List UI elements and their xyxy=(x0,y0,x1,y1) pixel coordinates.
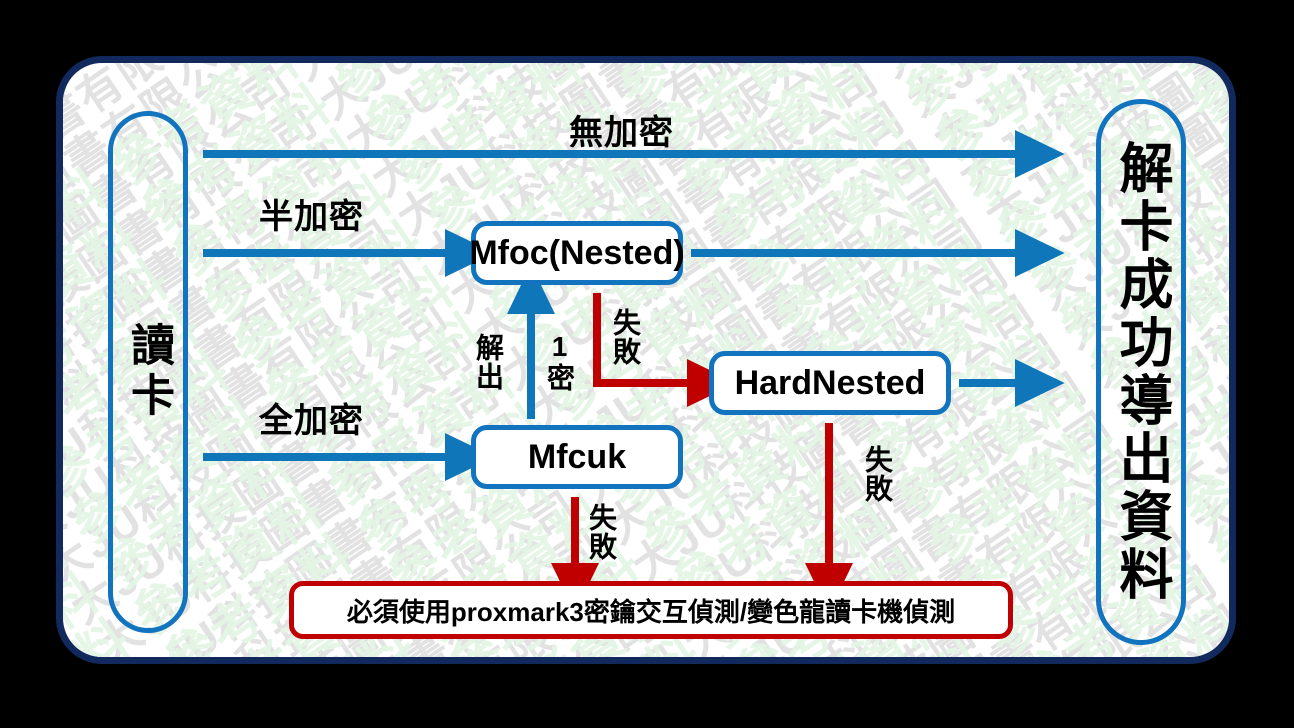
edge-label-full-encryption: 全加密 xyxy=(259,402,364,440)
node-warning-proxmark-label: 必須使用proxmark3密鑰交互偵測/變色龍讀卡機偵測 xyxy=(346,596,956,627)
edge-label-half-encryption: 半加密 xyxy=(259,198,364,236)
node-warning-proxmark[interactable]: 必須使用proxmark3密鑰交互偵測/變色龍讀卡機偵測 xyxy=(289,581,1013,639)
edge-label-fail-mfcuk: 失敗 xyxy=(586,503,617,561)
edge-label-no-encryption: 無加密 xyxy=(569,114,674,152)
edge-label-fail-hardnested: 失敗 xyxy=(862,445,893,503)
node-mfcuk-label: Mfcuk xyxy=(527,437,627,476)
node-hardnested-label: HardNested xyxy=(734,363,926,402)
node-mfoc-nested-label: Mfoc(Nested) xyxy=(469,233,685,272)
edge-label-fail-mfoc: 失敗 xyxy=(610,308,641,366)
node-mfcuk[interactable]: Mfcuk xyxy=(471,425,683,489)
node-success-export[interactable]: 解卡成功導出資料 xyxy=(1096,99,1186,645)
node-hardnested[interactable]: HardNested xyxy=(709,351,951,415)
node-read-card-label: 讀卡 xyxy=(124,322,173,422)
diagram-panel: 大JU科技圖書有限公司 大JU科技圖書有限公司 大JU科技圖書有限公司 大JU科… xyxy=(56,56,1236,664)
edge-label-solve: 解出 xyxy=(473,333,504,391)
node-mfoc-nested[interactable]: Mfoc(Nested) xyxy=(469,221,685,285)
node-read-card[interactable]: 讀卡 xyxy=(108,111,188,633)
edge-label-one-key: 1密 xyxy=(544,331,575,392)
node-success-export-label: 解卡成功導出資料 xyxy=(1111,140,1171,604)
